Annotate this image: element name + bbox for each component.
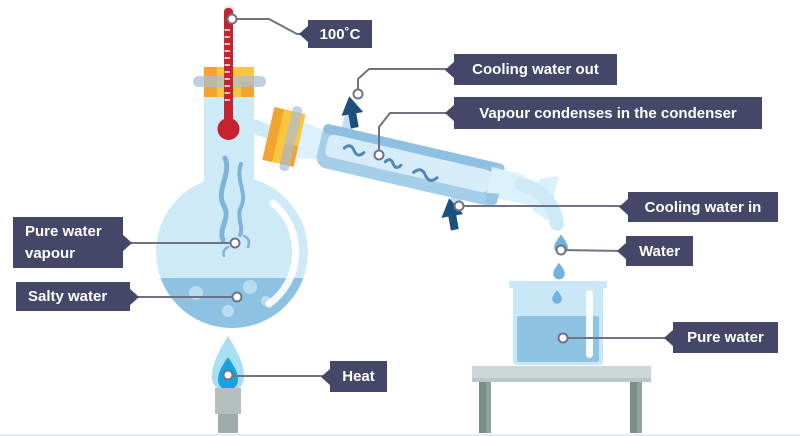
anchor-dots: [222, 13, 569, 381]
label-cooling-water-out: Cooling water out: [454, 54, 617, 85]
condenser-water-waves: [342, 144, 439, 182]
table: [472, 366, 651, 433]
label-temperature: 100˚C: [308, 20, 372, 48]
condenser-stopper: [262, 106, 306, 172]
leader-lines: [124, 18, 671, 377]
thermometer: [217, 5, 240, 140]
label-heat: Heat: [330, 361, 387, 392]
up-arrow-icon-cooling-water-out: [341, 96, 364, 129]
water-droplets: [552, 234, 568, 304]
label-pure-water: Pure water: [673, 322, 778, 353]
label-salty-water: Salty water: [16, 282, 130, 311]
label-water: Water: [626, 236, 693, 266]
label-pure-water-vapour-line1: Pure water: [25, 222, 102, 240]
outlet-spout: [487, 167, 564, 231]
label-vapour-condenses: Vapour condenses in the condenser: [454, 97, 762, 129]
label-cooling-water-in: Cooling water in: [628, 192, 778, 222]
bunsen-burner: [212, 336, 244, 433]
up-arrow-icon-cooling-water-in: [441, 198, 464, 231]
steam-waves: [218, 155, 251, 258]
beaker: [509, 281, 607, 365]
label-pure-water-vapour: Pure water vapour: [13, 217, 123, 268]
label-pure-water-vapour-line2: vapour: [25, 244, 76, 262]
